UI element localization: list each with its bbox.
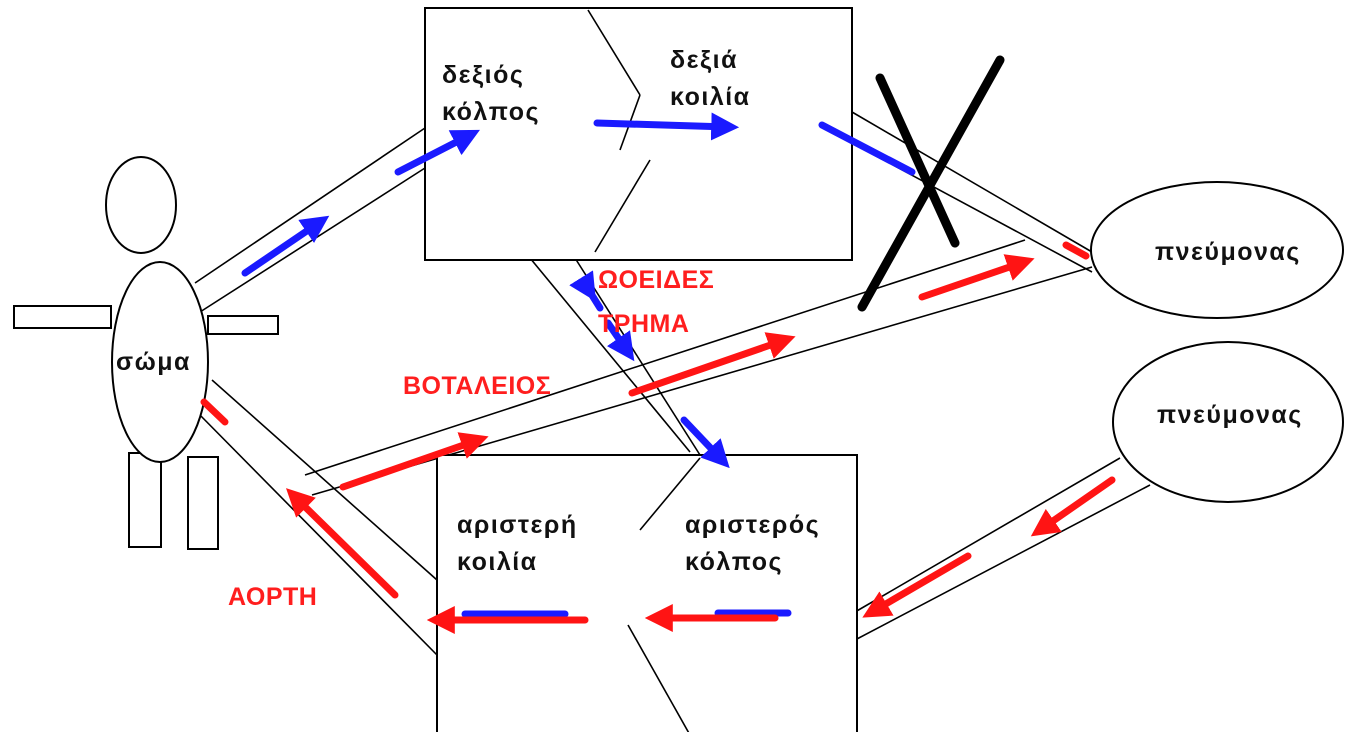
flow-arrow-aorta-body (286, 488, 399, 599)
label-right-atrium: δεξιός κόλπος (442, 61, 540, 126)
vessel-right-ventricle-to-lung (851, 111, 1093, 273)
leg-right (187, 456, 219, 550)
left-heart-septum (627, 457, 701, 732)
flow-arrow-body-ra-2 (394, 129, 480, 176)
body-figure (13, 156, 279, 550)
flow-arrow-ductus-mid (628, 332, 796, 397)
label-lung-bottom: πνεύμονας (1157, 401, 1303, 429)
right-heart-box (424, 7, 853, 261)
flow-arrow-lung-la-1 (1030, 476, 1116, 537)
vessel-body-to-right-atrium (194, 127, 426, 313)
vessel-aorta (194, 379, 438, 656)
flow-arrow-lung-la-2 (862, 552, 972, 618)
label-foramen-ovale: ΩΟΕΙΔΕΣ ΤΡΗΜΑ (598, 266, 722, 338)
label-ductus: ΒΟΤΑΛΕΙΟΣ (403, 372, 551, 400)
label-right-ventricle: δεξιά κοιλία (670, 46, 751, 111)
lung-bottom (1112, 341, 1344, 503)
flow-dash-lung-top (1062, 241, 1090, 260)
flow-arrow-ductus-low (339, 432, 489, 491)
flow-arrow-body-ra-1 (241, 215, 330, 277)
blocked-x-mark (857, 55, 1005, 312)
arm-right (207, 315, 279, 335)
torso-shape (111, 261, 209, 463)
flow-arrow-foramen-down (604, 319, 635, 362)
vessel-lung-to-left-atrium (854, 457, 1151, 641)
flow-dash-aorta-end (200, 398, 229, 426)
left-heart-box (436, 454, 858, 732)
lung-top (1090, 181, 1344, 319)
head-shape (105, 156, 177, 254)
label-body: σώμα (116, 348, 191, 376)
flow-arrow-foramen-up (569, 270, 604, 312)
flow-arrow-duct-to-lung (918, 254, 1035, 301)
label-left-ventricle: αριστερή κοιλία (457, 511, 586, 576)
label-left-atrium: αριστερός κόλπος (685, 511, 829, 576)
flow-arrow-ra-rv (593, 112, 740, 141)
flow-arrow-to-la (680, 416, 730, 469)
arm-left (13, 305, 112, 329)
label-lung-top: πνεύμονας (1155, 238, 1301, 266)
label-aorta: ΑΟΡΤΗ (228, 583, 317, 611)
flow-line-rv-out (818, 121, 916, 176)
leg-left (128, 452, 162, 548)
